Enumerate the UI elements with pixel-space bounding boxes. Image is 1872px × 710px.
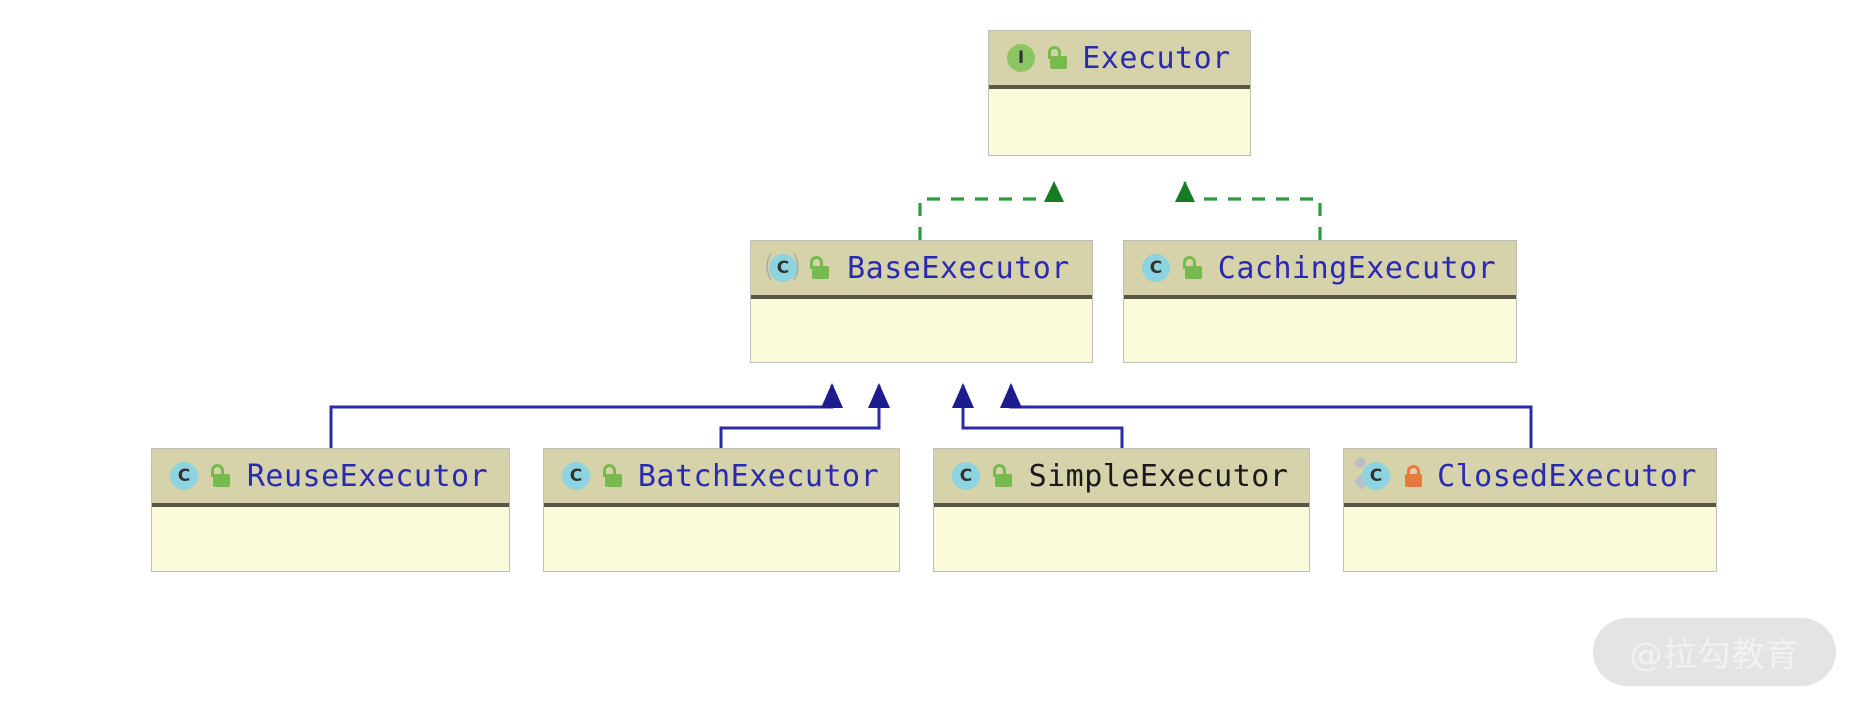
class-badge-letter: C <box>1142 254 1170 282</box>
lock-open-icon <box>992 463 1014 489</box>
lock-open-icon <box>1047 45 1069 71</box>
lock-open-icon <box>809 255 831 281</box>
uml-node-members <box>152 507 509 569</box>
uml-node-caching-executor[interactable]: C CachingExecutor <box>1123 240 1517 363</box>
class-badge-icon: C <box>558 459 592 493</box>
uml-node-batch-executor[interactable]: C BatchExecutor <box>543 448 900 572</box>
uml-node-executor[interactable]: I Executor <box>988 30 1251 156</box>
edge-reuse-executor-to-base-executor <box>329 383 843 448</box>
inner-class-badge-icon: C <box>1353 455 1392 493</box>
edge-batch-executor-to-base-executor <box>719 383 890 448</box>
interface-badge-icon: I <box>1003 41 1037 75</box>
edge-closed-executor-to-base-executor <box>1000 383 1533 448</box>
abstract-paren-right: ) <box>790 249 802 284</box>
uml-node-members <box>934 507 1309 569</box>
uml-node-members <box>989 89 1250 153</box>
lock-open-icon <box>210 463 232 489</box>
edge-simple-executor-to-base-executor <box>952 383 1124 448</box>
class-badge-letter: C <box>562 462 590 490</box>
abstract-paren-left: ( <box>763 252 775 283</box>
uml-node-title: Executor <box>1082 40 1231 76</box>
class-badge-letter: C <box>952 462 980 490</box>
uml-node-header: C SimpleExecutor <box>934 449 1309 507</box>
class-badge-icon: C <box>1138 251 1172 285</box>
uml-node-members <box>544 507 899 569</box>
uml-node-simple-executor[interactable]: C SimpleExecutor <box>933 448 1310 572</box>
uml-node-title: SimpleExecutor <box>1028 458 1289 494</box>
uml-node-title: CachingExecutor <box>1217 250 1497 286</box>
uml-node-members <box>1124 299 1516 360</box>
uml-node-title: ClosedExecutor <box>1437 458 1697 494</box>
uml-node-header: ( C ) BaseExecutor <box>751 241 1092 299</box>
watermark-text: @拉勾教育 <box>1629 635 1800 674</box>
uml-node-closed-executor[interactable]: C ClosedExecutor <box>1343 448 1717 572</box>
uml-node-title: BaseExecutor <box>847 250 1070 286</box>
uml-node-header: C BatchExecutor <box>544 449 899 507</box>
uml-node-header: I Executor <box>989 31 1250 89</box>
uml-node-title: BatchExecutor <box>637 458 880 494</box>
lock-closed-icon <box>1402 463 1424 489</box>
uml-node-header: C ReuseExecutor <box>152 449 509 507</box>
uml-node-title: ReuseExecutor <box>246 458 489 494</box>
abstract-class-badge-icon: ( C ) <box>763 249 802 285</box>
class-badge-icon: C <box>166 459 200 493</box>
class-badge-letter: C <box>1362 462 1390 490</box>
edge-caching-executor-to-executor <box>1175 181 1322 240</box>
uml-node-header: C ClosedExecutor <box>1344 449 1716 507</box>
edge-base-executor-to-executor <box>918 181 1064 240</box>
interface-badge-letter: I <box>1007 44 1035 72</box>
class-badge-letter: C <box>769 254 797 282</box>
uml-node-header: C CachingExecutor <box>1124 241 1516 299</box>
uml-node-reuse-executor[interactable]: C ReuseExecutor <box>151 448 510 572</box>
lock-open-icon <box>1182 255 1204 281</box>
class-badge-letter: C <box>170 462 198 490</box>
uml-node-members <box>751 299 1092 360</box>
class-badge-icon: C <box>948 459 982 493</box>
uml-node-members <box>1344 507 1716 569</box>
uml-node-base-executor[interactable]: ( C ) BaseExecutor <box>750 240 1093 363</box>
lock-open-icon <box>602 463 624 489</box>
watermark-badge: @拉勾教育 <box>1593 618 1836 686</box>
